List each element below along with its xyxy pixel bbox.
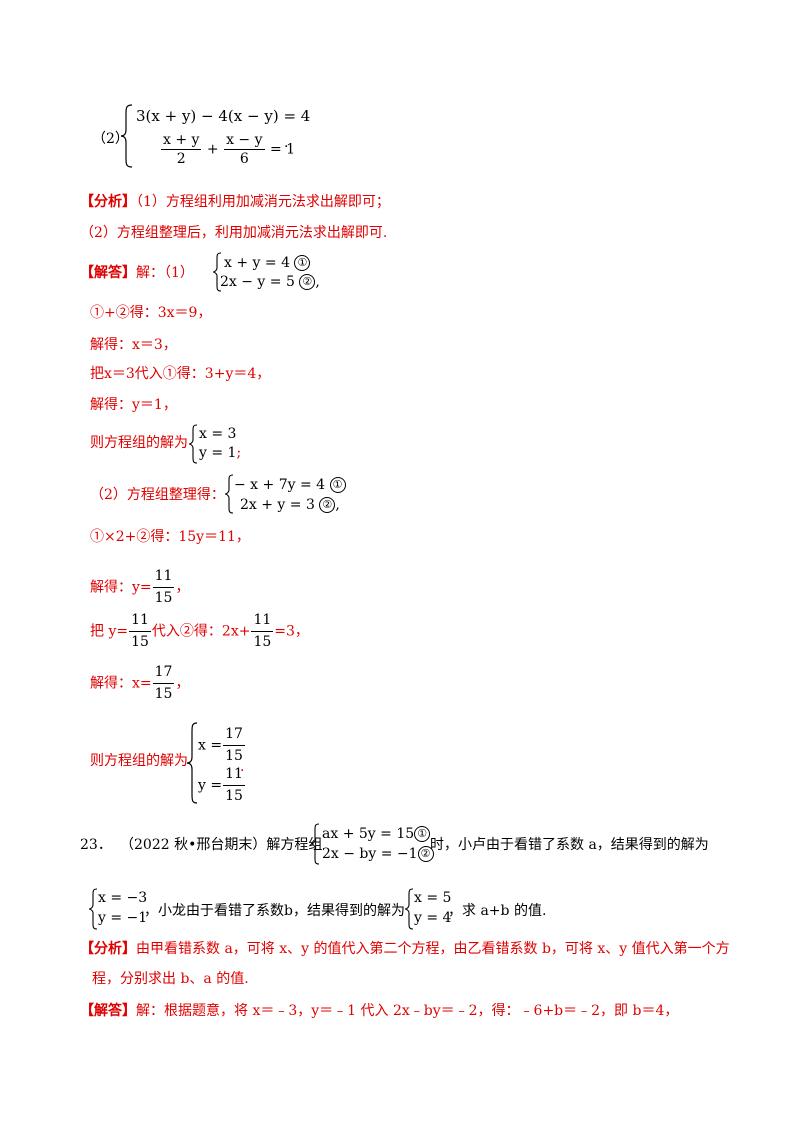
problem-2-label: （2）: [92, 131, 129, 147]
brace-icon: [404, 888, 414, 930]
frac-denominator: 6: [239, 151, 249, 167]
plus-sign: +: [206, 141, 219, 158]
problem-2-eq1: 3(x + y) − 4(x − y) = 4: [136, 107, 311, 125]
question-23-number: 23．: [80, 837, 112, 853]
solution-1-step-2: 解得：x＝3，: [90, 337, 177, 353]
question-23-text-2: ，小龙由于看错了系数b，结果得到的解为: [144, 903, 405, 919]
brace-icon: [120, 104, 133, 168]
analysis-line-2: （2）方程组整理后，利用加减消元法求出解即可.: [80, 225, 388, 241]
question-23-wrong-y: y = −1: [98, 910, 148, 926]
brace-icon: [186, 722, 198, 804]
solution-1-intro: 【解答】解：（1）: [80, 266, 194, 280]
solution-2-step-1: ①×2+②得：15y＝11，: [90, 529, 250, 545]
circled-one: ①: [294, 255, 311, 271]
solution-2-eq1: − x + 7y = 4 ①: [234, 477, 346, 493]
question-23-wrong-x: x = −3: [98, 890, 148, 906]
analysis-23-line-1: 【分析】由甲看错系数 a，可将 x、y 的值代入第二个方程，由乙看错系数 b，可…: [80, 941, 730, 957]
frac-numerator: x − y: [224, 132, 265, 150]
analysis-line-1: 【分析】（1）方程组利用加减消元法求出解即可；: [80, 195, 390, 209]
brace-icon: [88, 888, 98, 930]
solution-1-eq2: 2x − y = 5 ②,: [220, 274, 320, 290]
solution-1-result-text: 则方程组的解为: [90, 435, 188, 451]
frac-denominator: 2: [176, 151, 186, 167]
circled-two: ②: [319, 497, 336, 513]
circled-one: ①: [414, 826, 431, 842]
problem-2-dot: .: [284, 135, 289, 151]
solution-1-step-1: ①+②得：3x＝9，: [90, 305, 212, 321]
brace-icon: [224, 474, 234, 514]
solution-2-intro: （2）方程组整理得：: [90, 487, 225, 503]
analysis-tag: 【分析】: [80, 194, 136, 210]
question-23-text-1: 时，小卢由于看错了系数 a，结果得到的解为: [430, 837, 709, 853]
frac-numerator: x + y: [161, 132, 202, 150]
question-23-source: （2022 秋•邢台期末）解方程组: [120, 837, 323, 853]
solution-1-result-x: x = 3: [199, 426, 237, 442]
analysis-tag: 【分析】: [80, 941, 136, 957]
solution-2-period: .: [240, 759, 245, 775]
analysis-text-1: （1）方程组利用加减消元法求出解即可；: [136, 194, 390, 210]
solution-tag: 【解答】: [80, 1003, 136, 1019]
solution-1-step-3: 把x＝3代入①得：3+y＝4，: [90, 366, 271, 382]
brace-icon: [188, 424, 198, 464]
question-23-other-y: y = 4: [414, 910, 452, 926]
question-23-text-3: ，求 a+b 的值.: [448, 903, 547, 919]
circled-two: ②: [299, 274, 316, 290]
solution-1-eq1: x + y = 4 ①: [224, 255, 311, 271]
circled-two: ②: [417, 846, 434, 862]
circled-one: ①: [329, 477, 346, 493]
solution-23-line-1: 【解答】解：根据题意，将 x＝﹣3，y＝﹣1 代入 2x﹣by＝﹣2，得：﹣6+…: [80, 1003, 679, 1019]
solution-tag: 【解答】: [80, 265, 136, 281]
brace-icon: [212, 252, 222, 292]
solution-2-result-text: 则方程组的解为: [90, 753, 188, 769]
brace-icon: [310, 823, 320, 865]
solution-1-step-4: 解得：y＝1，: [90, 397, 177, 413]
eq-rhs: = 1: [269, 141, 296, 158]
solution-1-intro-text: 解：（1）: [136, 265, 194, 281]
solution-2-eq2: 2x + y = 3 ②,: [240, 497, 340, 513]
analysis-23-line-2: 程，分别求出 b、a 的值.: [92, 971, 249, 987]
solution-1-result-y: y = 1;: [199, 445, 242, 461]
question-23-other-x: x = 5: [414, 890, 452, 906]
